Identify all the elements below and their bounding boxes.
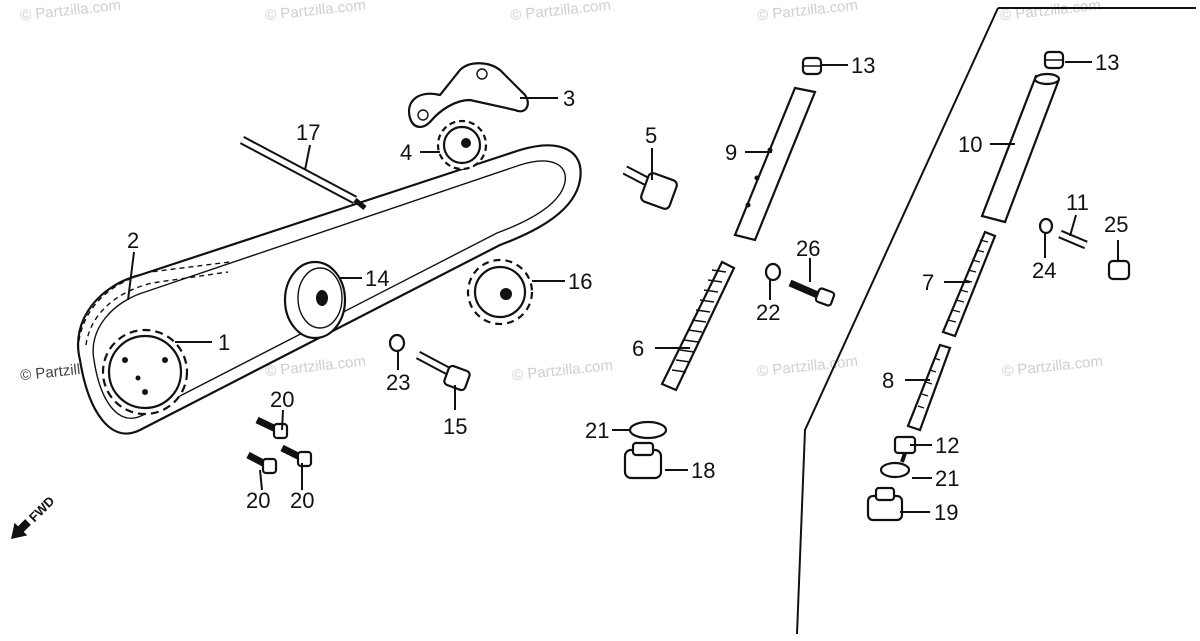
callout-4: 4 <box>400 140 412 165</box>
callout-8: 8 <box>882 368 894 393</box>
washer <box>879 461 911 479</box>
push-rod <box>906 343 952 432</box>
callout-19: 19 <box>934 500 958 525</box>
bolt <box>280 444 313 468</box>
bolt <box>246 451 278 475</box>
callout-13: 13 <box>851 53 875 78</box>
callout-11: 11 <box>1066 190 1089 215</box>
callout-20: 20 <box>246 488 270 513</box>
plug-bolt <box>623 441 663 480</box>
washer <box>388 333 406 353</box>
bolt <box>788 279 836 307</box>
callout-20: 20 <box>290 488 314 513</box>
callout-9: 9 <box>725 140 737 165</box>
panel-divider <box>796 7 999 635</box>
callout-24: 24 <box>1032 258 1056 283</box>
nut <box>1107 259 1131 281</box>
callout-26: 26 <box>796 236 820 261</box>
callout-18: 18 <box>691 458 715 483</box>
tensioner-tube <box>733 86 817 242</box>
callout-25: 25 <box>1104 212 1128 237</box>
spring <box>660 260 736 392</box>
callout-10: 10 <box>958 132 982 157</box>
bolt <box>255 416 289 440</box>
forward-arrow: FWD <box>11 493 58 539</box>
washer <box>764 262 782 282</box>
callout-2: 2 <box>127 228 139 253</box>
callout-12: 12 <box>935 433 959 458</box>
fwd-label: FWD <box>26 493 58 525</box>
tensioner-tube <box>980 72 1061 224</box>
callout-21: 21 <box>585 418 609 443</box>
callout-7: 7 <box>922 270 934 295</box>
callout-6: 6 <box>632 336 644 361</box>
cap <box>801 56 823 76</box>
plug-bolt <box>866 486 904 522</box>
callout-5: 5 <box>645 123 657 148</box>
stud-bolt <box>1058 229 1088 250</box>
washer <box>1038 217 1054 235</box>
callout-15: 15 <box>443 414 467 439</box>
callout-17: 17 <box>296 120 320 145</box>
upper-sprocket <box>436 119 488 171</box>
cam-sprocket <box>101 328 189 416</box>
callout-21: 21 <box>935 466 959 491</box>
cap <box>1043 50 1065 70</box>
callout-22: 22 <box>756 300 780 325</box>
callout-14: 14 <box>365 266 389 291</box>
bolt <box>622 165 678 210</box>
callout-20: 20 <box>270 387 294 412</box>
bolt <box>893 435 917 463</box>
shaft <box>239 136 367 210</box>
callout-16: 16 <box>568 269 592 294</box>
callout-1: 1 <box>218 330 230 355</box>
bracket-hole <box>417 109 429 121</box>
washer <box>628 420 668 440</box>
guide-roller <box>283 260 347 340</box>
bracket-hole <box>476 68 488 80</box>
spring <box>941 230 997 338</box>
leader-lines <box>127 61 1119 513</box>
callout-23: 23 <box>386 370 410 395</box>
bracket <box>407 62 529 128</box>
tensioner-sprocket <box>466 258 534 326</box>
callout-13: 13 <box>1095 50 1119 75</box>
callout-3: 3 <box>563 86 575 111</box>
bolt <box>415 351 471 392</box>
